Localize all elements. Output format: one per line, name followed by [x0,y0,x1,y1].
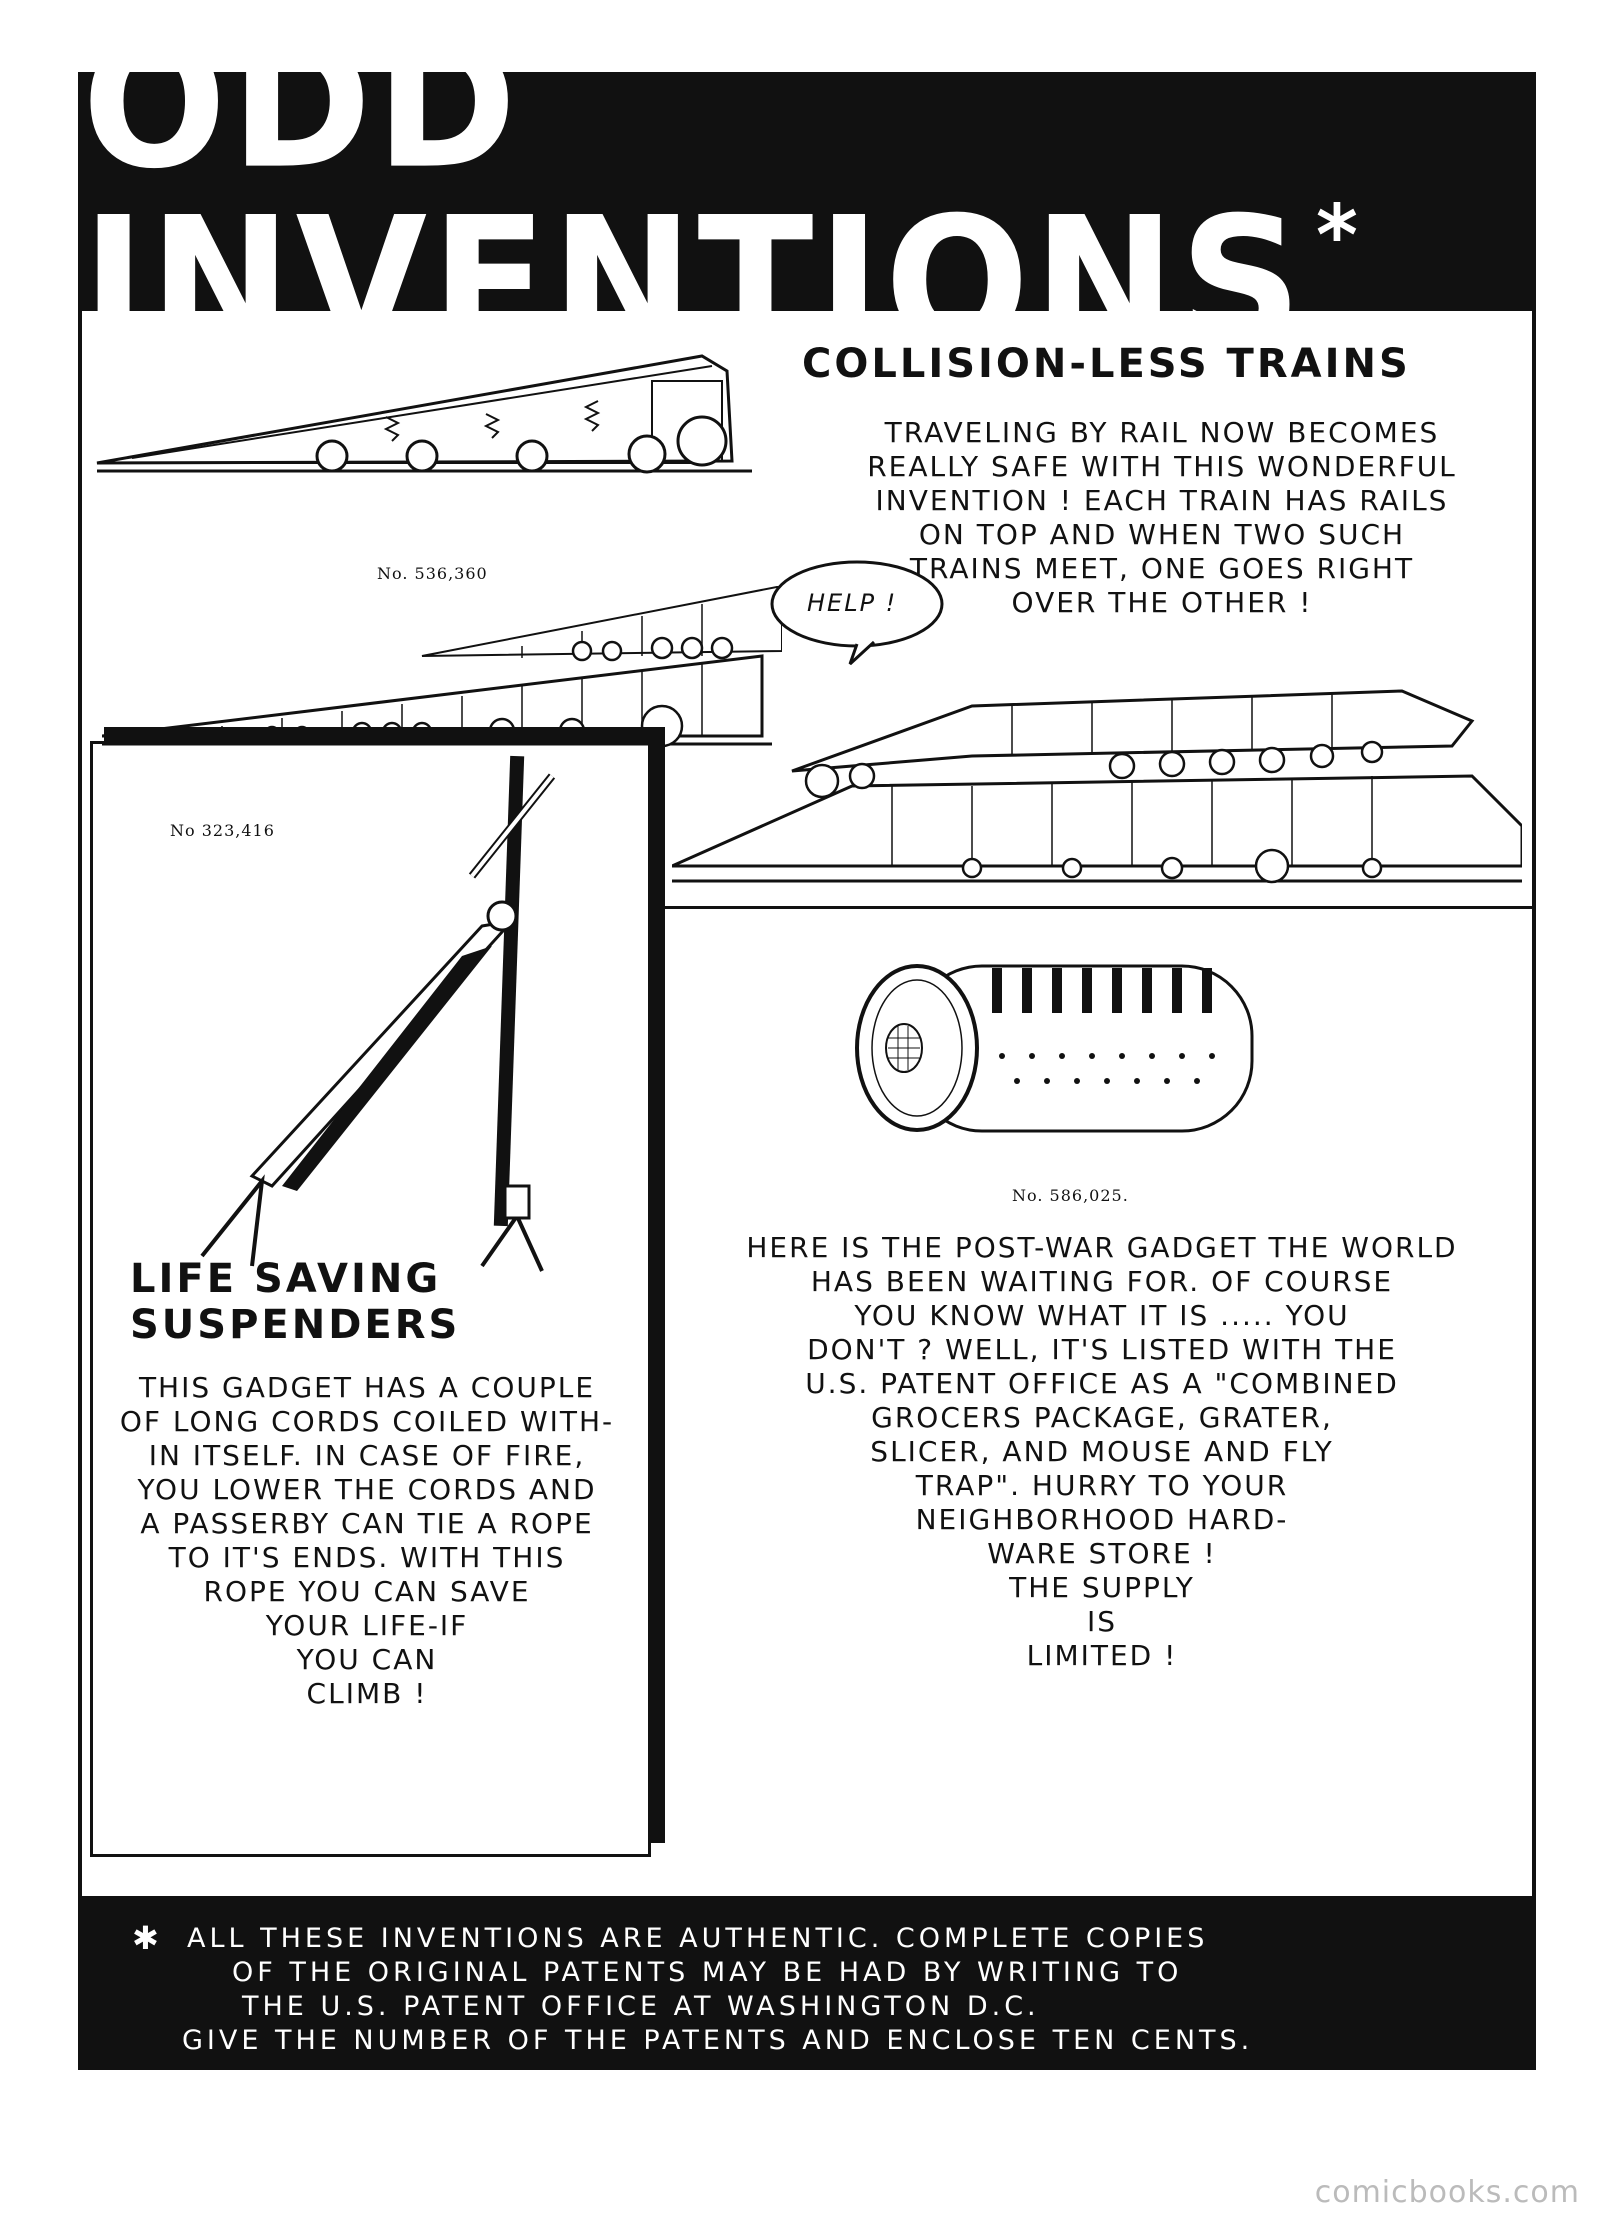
suspenders-line: YOU LOWER THE CORDS AND [137,1473,597,1506]
suspenders-line: THIS GADGET HAS A COUPLE [138,1371,596,1404]
gadget-line: WARE STORE ! [987,1537,1217,1570]
trains-line: REALLY SAFE WITH THIS WONDERFUL [867,450,1457,483]
gadget-line: HERE IS THE POST-WAR GADGET THE WORLD [746,1231,1458,1264]
footer-line: THE U.S. PATENT OFFICE AT WASHINGTON D.C… [242,1991,1040,2022]
trains-line: ON TOP AND WHEN TWO SUCH [918,518,1406,551]
gadget-line: DON'T ? WELL, IT'S LISTED WITH THE [807,1333,1397,1366]
suspenders-line: TO IT'S ENDS. WITH THIS [168,1541,566,1574]
gadget-description: HERE IS THE POST-WAR GADGET THE WORLD HA… [682,1231,1522,1673]
trains-heading: COLLISION-LESS TRAINS [802,341,1411,387]
comic-page: ODD INVENTIONS* COLLISION-LESS TRAINS TR… [78,15,1536,2070]
gadget-line: TRAP". HURRY TO YOUR [915,1469,1289,1502]
train-overpass-illustration [672,689,1522,884]
train-side-illustration [96,354,752,474]
suspenders-heading: LIFE SAVING SUSPENDERS [130,1256,460,1348]
suspenders-line: CLIMB ! [306,1677,428,1710]
footer-asterisk: ✱ [132,1919,163,1957]
suspenders-heading-line: SUSPENDERS [130,1302,461,1348]
gadget-line: U.S. PATENT OFFICE AS A "COMBINED [805,1367,1399,1400]
site-watermark: comicbooks.com [1314,2175,1580,2210]
suspenders-line: IN ITSELF. IN CASE OF FIRE, [148,1439,586,1472]
gadget-line: NEIGHBORHOOD HARD- [915,1503,1289,1536]
gadget-line: HAS BEEN WAITING FOR. OF COURSE [810,1265,1394,1298]
title-asterisk: * [1315,186,1362,284]
trains-description: TRAVELING BY RAIL NOW BECOMES REALLY SAF… [802,416,1522,620]
title-banner: ODD INVENTIONS* [82,15,1532,372]
speech-text: HELP ! [807,589,898,617]
suspenders-line: A PASSERBY CAN TIE A ROPE [140,1507,594,1540]
suspenders-line: YOUR LIFE-IF [265,1609,469,1642]
trains-line: TRAVELING BY RAIL NOW BECOMES [884,416,1440,449]
trains-line: TRAINS MEET, ONE GOES RIGHT [909,552,1415,585]
gadget-illustration [855,964,1254,1133]
page-title: ODD INVENTIONS* [82,15,1532,372]
footer-banner: ✱ ALL THESE INVENTIONS ARE AUTHENTIC. CO… [82,1896,1532,2066]
gadget-patent-number: No. 586,025. [1012,1186,1129,1205]
trains-line: INVENTION ! EACH TRAIN HAS RAILS [875,484,1449,517]
suspenders-line: YOU CAN [296,1643,438,1676]
suspenders-line: ROPE YOU CAN SAVE [203,1575,531,1608]
footer-line: ALL THESE INVENTIONS ARE AUTHENTIC. COMP… [187,1923,1209,1954]
suspenders-heading-line: LIFE SAVING [130,1256,442,1302]
suspenders-line: OF LONG CORDS COILED WITH- [119,1405,615,1438]
stacked-trains-illustration [102,586,782,748]
page-title-text: ODD INVENTIONS [82,0,1306,387]
speech-bubble [770,560,944,666]
gadget-line: YOU KNOW WHAT IT IS ..... YOU [854,1299,1350,1332]
gadget-line: THE SUPPLY [1009,1571,1195,1604]
gadget-line: GROCERS PACKAGE, GRATER, [871,1401,1333,1434]
suspenders-patent-number: No 323,416 [170,821,275,840]
panel-divider [662,906,1532,909]
suspenders-panel [90,741,651,1857]
footer-line: GIVE THE NUMBER OF THE PATENTS AND ENCLO… [182,2025,1254,2056]
gadget-line: IS [1086,1605,1118,1638]
trains-patent-number: No. 536,360 [377,564,488,583]
footer-line: OF THE ORIGINAL PATENTS MAY BE HAD BY WR… [232,1957,1183,1988]
suspenders-description: THIS GADGET HAS A COUPLE OF LONG CORDS C… [97,1371,637,1711]
gadget-line: SLICER, AND MOUSE AND FLY [870,1435,1334,1468]
suspenders-illustration [200,755,556,1272]
trains-line: OVER THE OTHER ! [1011,586,1313,619]
gadget-line: LIMITED ! [1026,1639,1178,1672]
